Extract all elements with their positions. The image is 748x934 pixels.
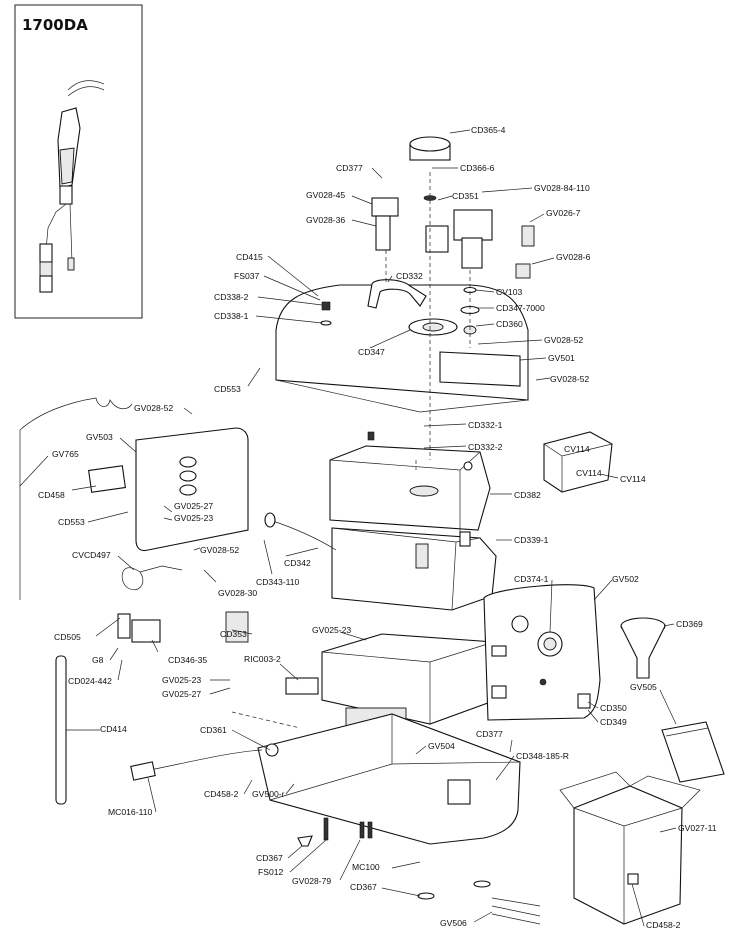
part-labels: CD365-4 CD377 CD366-6 GV028-45 CD351 GV0… xyxy=(38,125,717,930)
label-gv028-84-110: GV028-84-110 xyxy=(534,183,590,193)
label-cd505: CD505 xyxy=(54,632,81,642)
label-cv114: CV114 xyxy=(620,474,646,484)
label-cd347-7000: CD347-7000 xyxy=(496,303,545,313)
model-title: 1700DA xyxy=(22,16,88,34)
chassis-base-gv504 xyxy=(130,713,521,845)
label-gv028-6: GV028-6 xyxy=(556,252,591,262)
label-cd367-b: CD367 xyxy=(350,882,377,892)
label-cd349: CD349 xyxy=(600,717,627,727)
label-cd346-35: CD346-35 xyxy=(168,655,207,665)
label-cd553-b: CD553 xyxy=(58,517,85,527)
label-cd332-1: CD332-1 xyxy=(468,420,503,430)
label-cd458: CD458 xyxy=(38,490,65,500)
label-cd415: CD415 xyxy=(236,252,263,262)
label-cd332-2: CD332-2 xyxy=(468,442,503,452)
svg-text:CV114: CV114 xyxy=(576,468,602,478)
label-cd365-4: CD365-4 xyxy=(471,125,506,135)
label-cd339-1: CD339-1 xyxy=(514,535,549,545)
label-gv028-79: GV028-79 xyxy=(292,876,331,886)
label-gv025-23-a: GV025-23 xyxy=(174,513,213,523)
label-gv502: GV502 xyxy=(612,574,639,584)
label-gv503: GV503 xyxy=(86,432,113,442)
label-cd351: CD351 xyxy=(452,191,479,201)
label-gv025-23-c: GV025-23 xyxy=(162,675,201,685)
label-cd377: CD377 xyxy=(336,163,363,173)
pump-and-coil xyxy=(117,565,319,695)
label-gv028-52-d: GV028-52 xyxy=(200,545,239,555)
label-cd366-6: CD366-6 xyxy=(460,163,495,173)
label-gv028-52-c: GV028-52 xyxy=(134,403,173,413)
label-fs037: FS037 xyxy=(234,271,260,281)
label-gv025-27-b: GV025-27 xyxy=(162,689,201,699)
side-panel-gv503 xyxy=(19,397,249,600)
label-cd338-1: CD338-1 xyxy=(214,311,249,321)
label-cd332: CD332 xyxy=(396,271,423,281)
label-gv028-52-b: GV028-52 xyxy=(550,374,589,384)
label-cd347: CD347 xyxy=(358,347,385,357)
label-cd350: CD350 xyxy=(600,703,627,713)
label-cd342: CD342 xyxy=(284,558,311,568)
label-cd353: CD353 xyxy=(220,629,247,639)
label-gv025-23-b: GV025-23 xyxy=(312,625,351,635)
label-cd458-2-b: CD458-2 xyxy=(646,920,681,930)
top-cover-gv501 xyxy=(275,279,529,413)
label-mc100: MC100 xyxy=(352,862,380,872)
label-gv026-7: GV026-7 xyxy=(546,208,581,218)
top-small-parts xyxy=(320,136,535,441)
reservoir-lid-cd382 xyxy=(329,445,491,532)
label-gv501: GV501 xyxy=(548,353,575,363)
label-cv103: CV103 xyxy=(496,287,522,297)
control-panel-gv502 xyxy=(483,584,601,721)
label-cd360: CD360 xyxy=(496,319,523,329)
label-cvcd497: CVCD497 xyxy=(72,550,111,560)
label-cd377-b: CD377 xyxy=(476,729,503,739)
svg-text:CV114: CV114 xyxy=(564,444,590,454)
label-gv028-52-a: GV028-52 xyxy=(544,335,583,345)
leader-lines xyxy=(19,129,677,927)
label-gv765: GV765 xyxy=(52,449,79,459)
label-gv504: GV504 xyxy=(428,741,455,751)
label-cd348-185-r: CD348-185-R xyxy=(516,751,569,761)
label-gv506: GV506 xyxy=(440,918,467,928)
label-cd024-442: CD024-442 xyxy=(68,676,112,686)
label-cd414: CD414 xyxy=(100,724,127,734)
bottom-hardware xyxy=(297,817,541,925)
label-cd367-a: CD367 xyxy=(256,853,283,863)
funnel-cd369 xyxy=(620,617,666,679)
label-fs012: FS012 xyxy=(258,867,284,877)
manual-gv505 xyxy=(661,721,725,783)
alignment-lines xyxy=(231,172,471,729)
carton-cv114: CV114 CV114 xyxy=(543,431,613,493)
label-cd553-a: CD553 xyxy=(214,384,241,394)
label-cd343-110: CD343-110 xyxy=(256,577,300,587)
label-cd361: CD361 xyxy=(200,725,227,735)
wand-assembly-illustration xyxy=(39,80,105,293)
shipping-carton-gv027-11 xyxy=(559,771,701,925)
label-gv025-27-a: GV025-27 xyxy=(174,501,213,511)
label-gv505: GV505 xyxy=(630,682,657,692)
label-mc016-110: MC016-110 xyxy=(108,807,152,817)
label-g8: G8 xyxy=(92,655,104,665)
label-cd338-2: CD338-2 xyxy=(214,292,249,302)
inset-frame xyxy=(14,4,143,319)
label-gv028-30: GV028-30 xyxy=(218,588,257,598)
label-ric003-2: RIC003-2 xyxy=(244,654,281,664)
label-gv500-r: GV500-r xyxy=(252,789,285,799)
tube-cd414-shape xyxy=(55,655,67,805)
label-gv028-36: GV028-36 xyxy=(306,215,345,225)
label-cd458-2-a: CD458-2 xyxy=(204,789,239,799)
label-cd382: CD382 xyxy=(514,490,541,500)
label-gv028-45: GV028-45 xyxy=(306,190,345,200)
label-cd374-1: CD374-1 xyxy=(514,574,549,584)
boiler-cd339-1 xyxy=(264,512,497,611)
label-cd369: CD369 xyxy=(676,619,703,629)
label-gv027-11: GV027-11 xyxy=(678,823,717,833)
